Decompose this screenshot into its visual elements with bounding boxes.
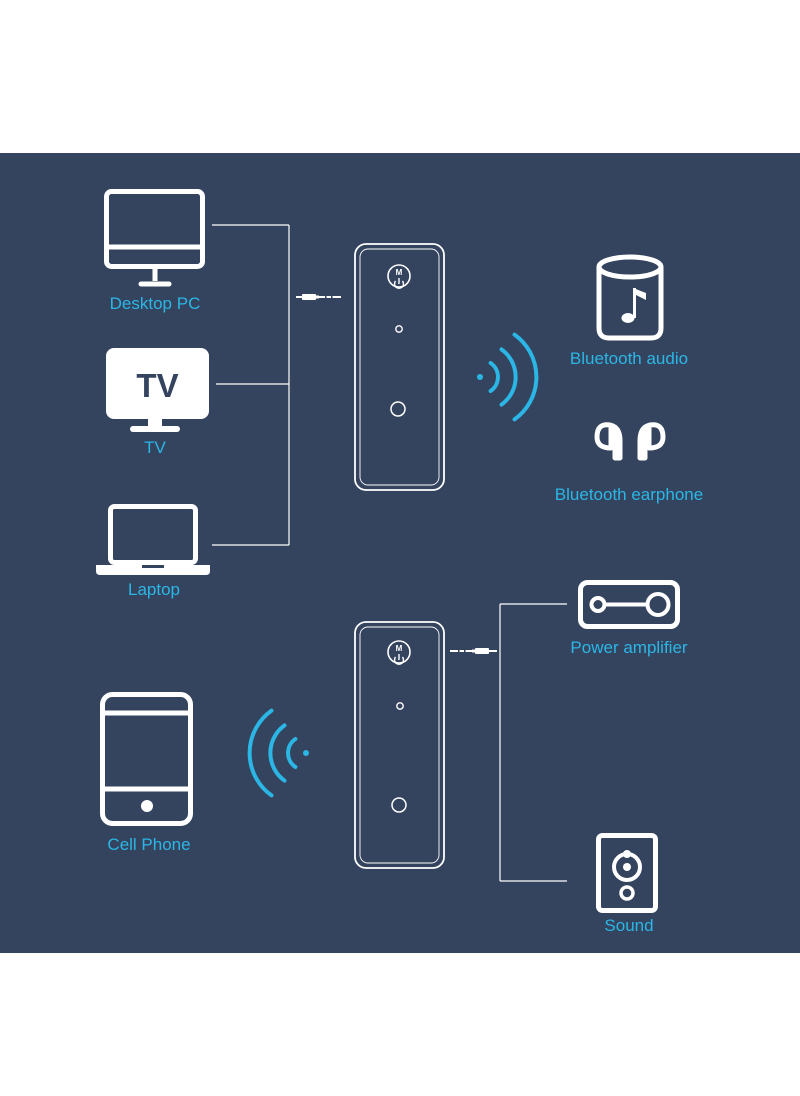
laptop-icon <box>96 504 210 575</box>
bluetooth-speaker-icon <box>596 254 664 341</box>
bottom-wireless-signal-icon <box>247 708 309 798</box>
earphone-icon <box>594 422 666 461</box>
bluetooth-earphone-label: Bluetooth earphone <box>554 485 704 504</box>
tv-screen-text: TV <box>136 367 178 404</box>
power-amplifier-icon <box>578 580 680 629</box>
top-led-indicator <box>395 325 403 333</box>
top-audio-jack-icon <box>296 294 341 300</box>
desktop-pc-label: Desktop PC <box>109 294 201 313</box>
desktop-pc-icon <box>104 189 205 287</box>
top-wireless-signal-icon <box>477 332 539 422</box>
bluetooth-audio-label: Bluetooth audio <box>569 349 689 368</box>
bottom-power-button-icon <box>387 640 411 666</box>
tv-icon: TV <box>106 348 209 432</box>
tv-label: TV <box>144 438 166 457</box>
bottom-led-indicator <box>396 702 404 710</box>
power-amplifier-label: Power amplifier <box>570 638 688 657</box>
top-button-label: M <box>396 268 403 277</box>
laptop-label: Laptop <box>128 580 180 599</box>
bottom-audio-jack-icon <box>450 648 497 654</box>
sound-label: Sound <box>604 916 654 935</box>
cell-phone-icon <box>100 692 193 826</box>
bottom-bluetooth-device <box>354 621 445 869</box>
sound-speaker-icon <box>596 833 658 913</box>
diagram-panel: M TV <box>0 153 800 953</box>
bottom-button-label: M <box>396 644 403 653</box>
top-connection-lines <box>212 224 290 546</box>
bottom-multi-button <box>391 797 407 813</box>
top-bluetooth-device <box>354 243 445 491</box>
diagram-canvas: M TV <box>0 153 800 953</box>
top-power-button-icon <box>387 264 411 290</box>
cell-phone-label: Cell Phone <box>107 835 191 854</box>
bottom-connection-lines <box>499 603 567 882</box>
top-multi-button <box>390 401 406 417</box>
